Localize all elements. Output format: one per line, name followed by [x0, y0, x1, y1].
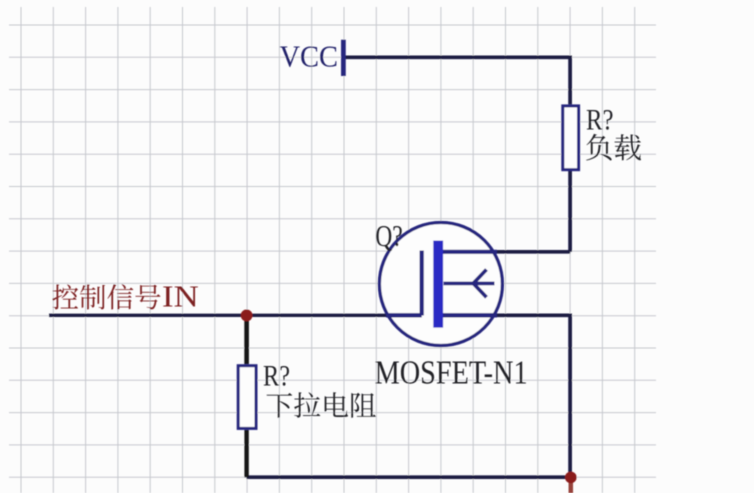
svg-text:MOSFET-N1: MOSFET-N1: [375, 354, 528, 391]
svg-text:VCC: VCC: [280, 39, 339, 74]
svg-text:R?: R?: [586, 104, 614, 137]
svg-text:Q?: Q?: [375, 218, 403, 253]
svg-text:R?: R?: [263, 360, 290, 393]
svg-text:IN: IN: [162, 279, 199, 314]
